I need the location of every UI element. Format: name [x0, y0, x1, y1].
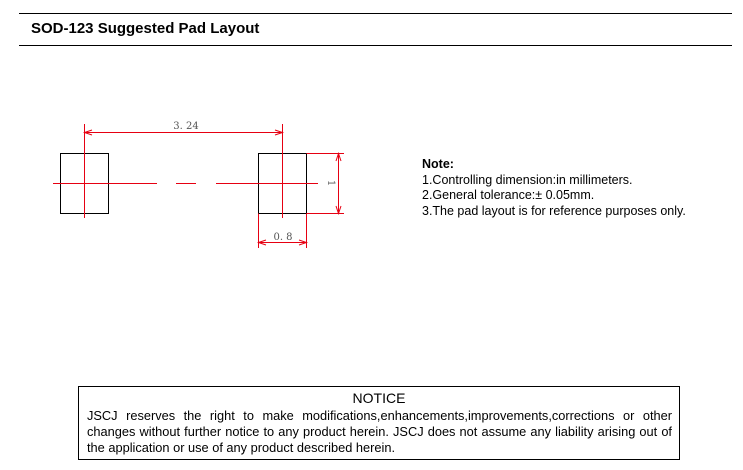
notice-body: JSCJ reserves the right to make modifica… [87, 408, 672, 455]
notes-title: Note: [422, 157, 454, 171]
arrow-right-width [298, 239, 309, 246]
arrow-left-width [256, 239, 267, 246]
notice-box: NOTICE JSCJ reserves the right to make m… [78, 386, 680, 460]
dim-label-overall: 3. 24 [173, 121, 198, 132]
note-item: 2.General tolerance:± 0.05mm. [422, 188, 595, 202]
arrow-left-overall [82, 129, 93, 136]
page-title: SOD-123 Suggested Pad Layout [31, 20, 260, 37]
arrow-right-overall [274, 129, 285, 136]
arrow-top-height [335, 151, 342, 162]
notes-block: Note: 1.Controlling dimension:in millime… [422, 157, 686, 219]
note-item: 3.The pad layout is for reference purpos… [422, 203, 686, 218]
note-item: 1.Controlling dimension:in millimeters. [422, 172, 633, 187]
dim-label-pad-width: 0. 8 [273, 232, 292, 243]
header-bottom-rule [19, 45, 732, 46]
header-top-rule [19, 13, 732, 14]
arrow-bottom-height [335, 205, 342, 216]
notice-title: NOTICE [352, 390, 406, 406]
dim-label-pad-height: 1 [325, 180, 336, 186]
